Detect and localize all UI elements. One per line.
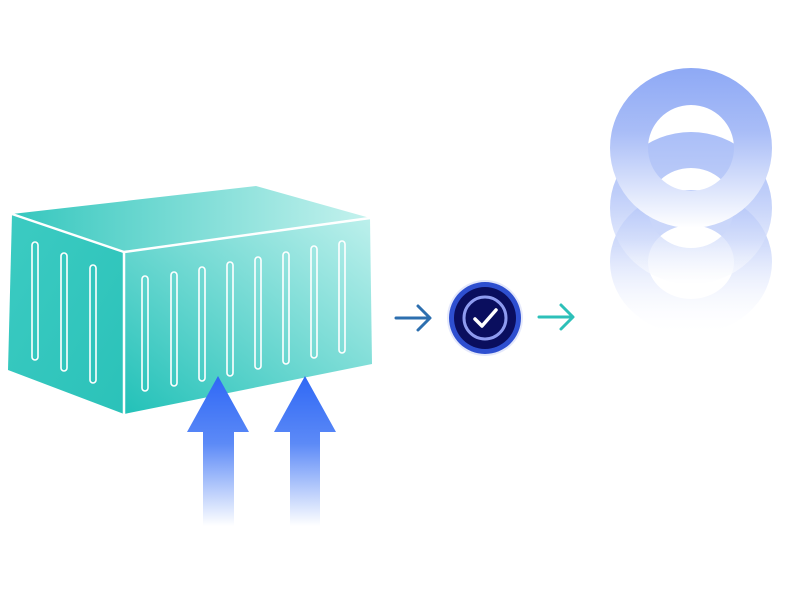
container-end-ribs bbox=[31, 241, 97, 384]
up-arrow-icon bbox=[187, 376, 249, 526]
container-top bbox=[12, 186, 370, 252]
upload-arrows bbox=[187, 376, 336, 526]
container-end bbox=[8, 214, 124, 414]
right-arrow-icon bbox=[394, 304, 432, 332]
right-arrow-icon bbox=[537, 303, 575, 331]
shipping-container-icon bbox=[8, 186, 372, 414]
stacked-rings-icon bbox=[600, 68, 790, 340]
container-side-ribs bbox=[141, 240, 346, 392]
ring-top bbox=[610, 68, 772, 228]
check-circle-icon bbox=[447, 280, 523, 356]
container-side bbox=[124, 218, 372, 414]
up-arrow-icon bbox=[274, 376, 336, 526]
